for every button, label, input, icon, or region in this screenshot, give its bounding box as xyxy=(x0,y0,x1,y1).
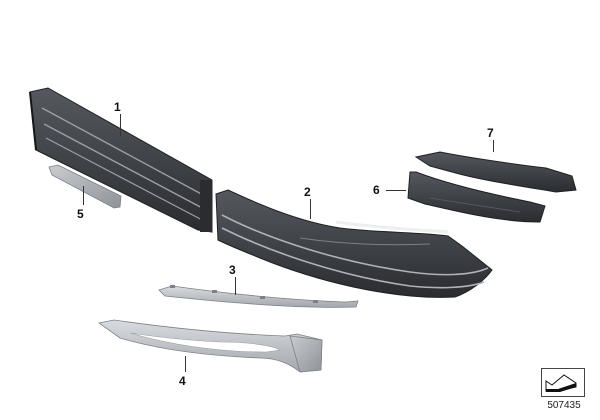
part-4-trim-frame[interactable] xyxy=(98,319,323,373)
callout-2[interactable]: 2 xyxy=(304,185,311,199)
callout-5[interactable]: 5 xyxy=(77,207,84,221)
part-2-grille-curved[interactable] xyxy=(215,189,493,298)
leader-line-6 xyxy=(386,190,406,191)
part-5-small-trim[interactable] xyxy=(48,164,122,209)
callout-3[interactable]: 3 xyxy=(229,263,236,277)
orientation-arrow-box xyxy=(541,368,585,397)
callout-6[interactable]: 6 xyxy=(373,183,380,197)
direction-arrow-icon xyxy=(545,374,577,392)
part-7-bracket-upper[interactable] xyxy=(414,151,577,193)
part-3-trim-upper[interactable] xyxy=(158,285,359,308)
reference-number: 507435 xyxy=(547,400,581,411)
part-1-grille-left[interactable] xyxy=(29,87,213,233)
part-6-bracket-lower[interactable] xyxy=(407,171,546,223)
callout-1[interactable]: 1 xyxy=(114,100,121,114)
leader-line-2 xyxy=(310,199,311,219)
callout-4[interactable]: 4 xyxy=(179,374,186,388)
leader-line-4 xyxy=(185,356,186,372)
leader-line-5 xyxy=(83,186,84,205)
leader-line-1 xyxy=(120,114,121,136)
leader-line-7 xyxy=(493,140,494,152)
callout-7[interactable]: 7 xyxy=(487,126,494,140)
leader-line-3 xyxy=(235,277,236,295)
